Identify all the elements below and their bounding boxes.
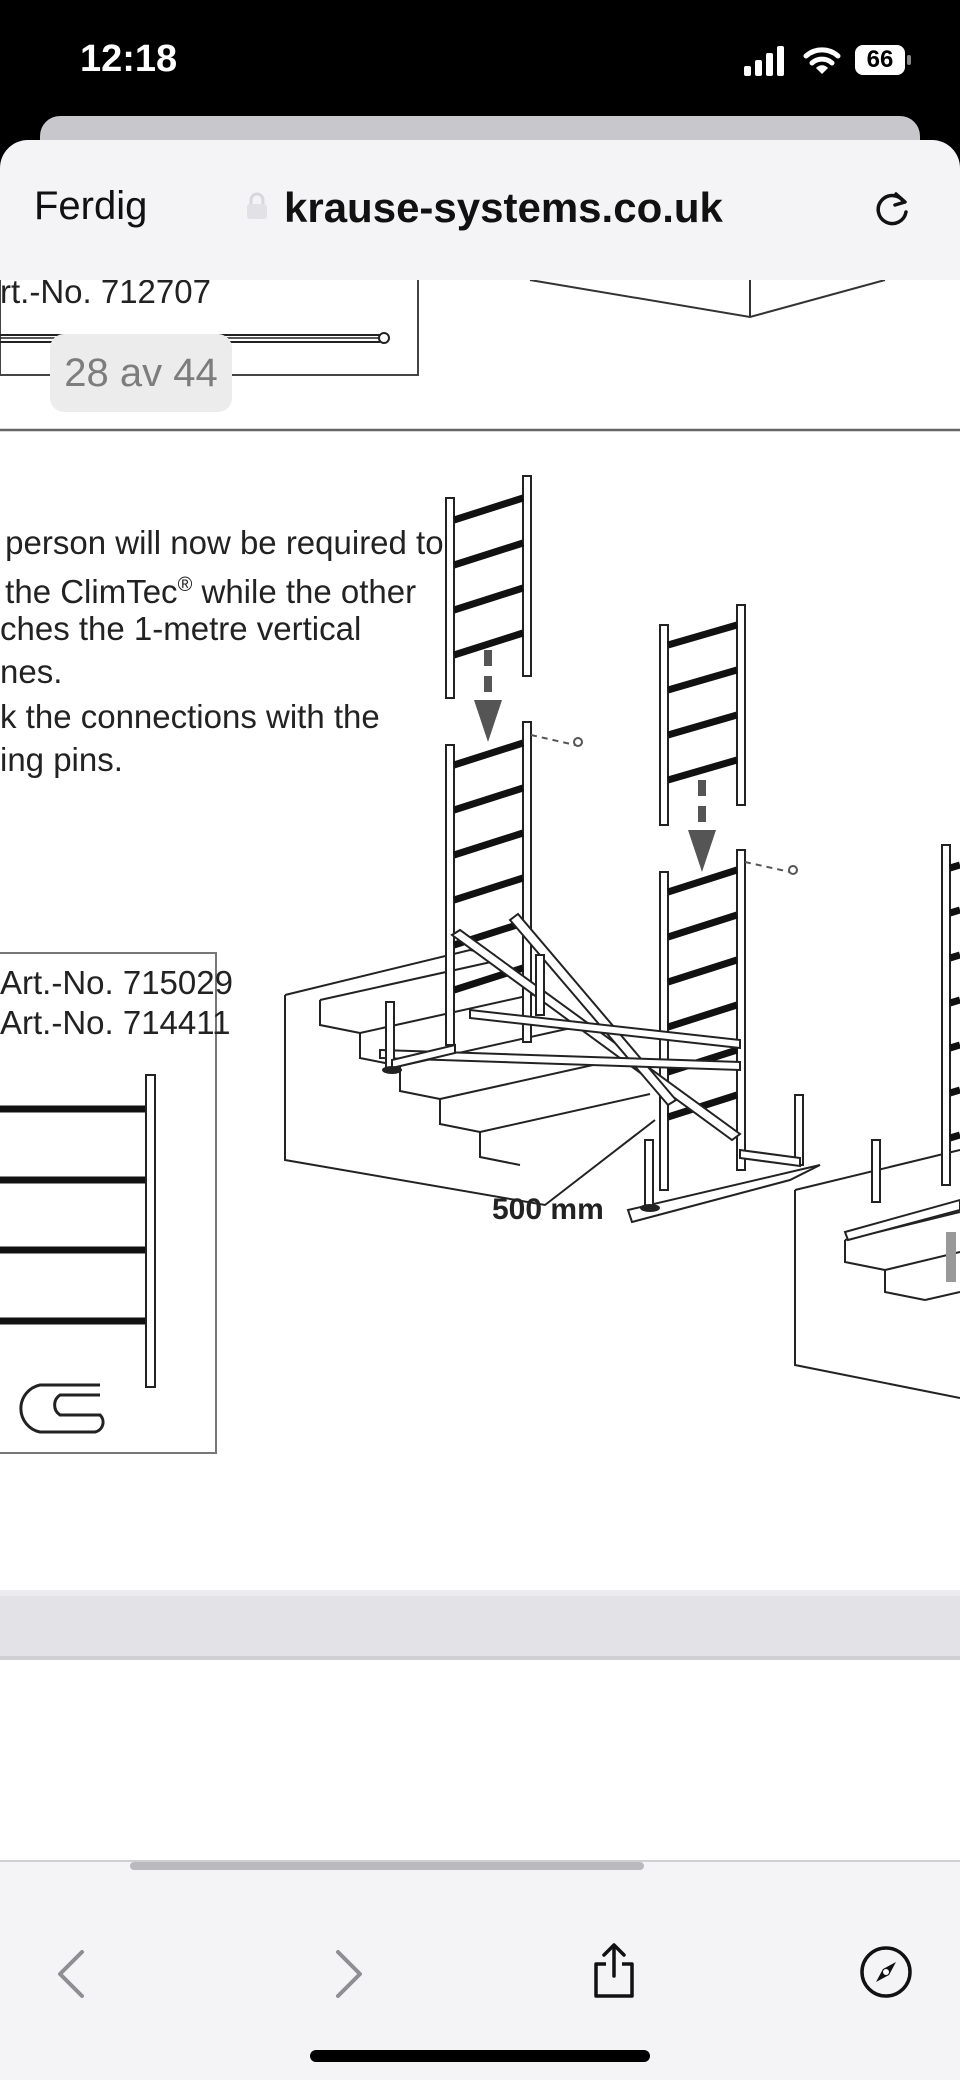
registered-mark: ®	[177, 574, 193, 596]
wifi-icon	[803, 47, 841, 74]
part-article-2: Art.-No. 714411	[0, 1004, 231, 1041]
done-button[interactable]: Ferdig	[34, 184, 148, 228]
url-text: krause-systems.co.uk	[284, 184, 723, 231]
instruction-line-1: person will now be required to	[0, 524, 444, 561]
instruction-line-4: nes.	[0, 653, 63, 690]
scroll-indicator[interactable]	[130, 1862, 644, 1870]
page-separator	[0, 1590, 960, 1660]
lock-icon	[247, 192, 267, 219]
browser-toolbar: Ferdig krause-systems.co.uk	[0, 140, 960, 280]
cellular-signal-icon	[744, 46, 784, 76]
pdf-page: rt.-No. 712707 28 av 44 person will now …	[0, 280, 960, 1590]
address-bar[interactable]: krause-systems.co.uk	[240, 180, 740, 236]
bottom-toolbar	[0, 1860, 960, 2080]
instruction-line-6: ing pins.	[0, 741, 123, 778]
part-article-1: Art.-No. 715029	[0, 964, 233, 1001]
chevron-left-icon[interactable]	[42, 1944, 102, 2004]
battery-icon: 66	[854, 44, 912, 76]
share-icon[interactable]	[584, 1940, 644, 2000]
instruction-line-3: ches the 1-metre vertical	[0, 610, 362, 647]
instruction-line-5: k the connections with the	[0, 698, 380, 735]
compass-icon[interactable]	[856, 1942, 916, 2002]
instruction-line-2b: while the other	[192, 573, 417, 610]
instruction-line-2a: the ClimTec	[0, 573, 178, 610]
status-bar: 12:18 66	[0, 0, 960, 115]
battery-level: 66	[866, 46, 894, 73]
next-page-area	[0, 1660, 960, 1860]
instruction-line-2: the ClimTec® while the other	[0, 564, 416, 613]
reload-icon[interactable]	[870, 186, 914, 230]
chevron-right-icon[interactable]	[318, 1944, 378, 2004]
home-indicator[interactable]	[310, 2050, 650, 2062]
assembly-illustration	[0, 280, 960, 1454]
top-article-number: rt.-No. 712707	[0, 280, 211, 310]
clock: 12:18	[80, 38, 178, 80]
dimension-label: 500 mm	[492, 1193, 604, 1226]
page-indicator: 28 av 44	[50, 334, 232, 412]
